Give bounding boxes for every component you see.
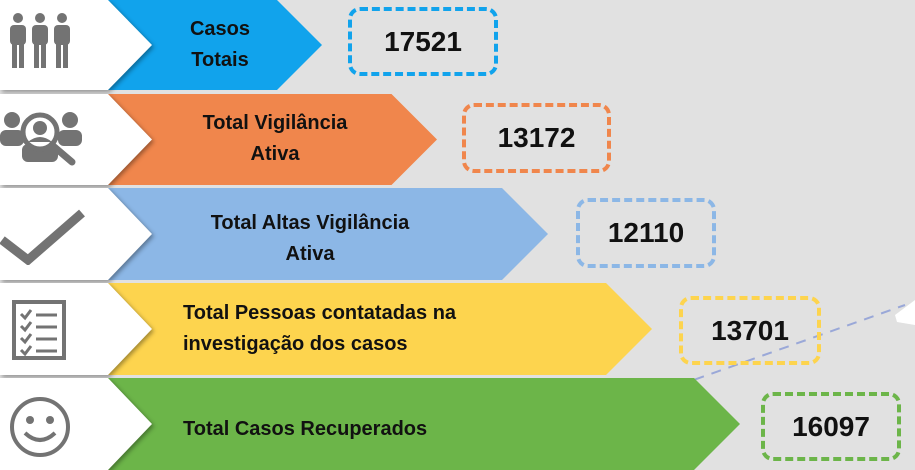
value-pessoas-contatadas: 13701 <box>679 296 821 365</box>
arrow-casos-recuperados <box>105 378 740 470</box>
arrow-casos-totais <box>105 0 322 90</box>
arrow-vigilancia-ativa <box>105 94 437 185</box>
arrow-pessoas-contatadas <box>105 283 652 375</box>
checklist-icon <box>12 300 66 360</box>
arrow-altas-vigilancia <box>105 188 548 280</box>
value-altas-vigilancia: 12110 <box>576 198 716 268</box>
value-casos-recuperados: 16097 <box>761 392 901 461</box>
value-vigilancia-ativa: 13172 <box>462 103 611 173</box>
checkmark-icon <box>0 209 85 265</box>
people-icon <box>10 13 70 68</box>
value-casos-totais: 17521 <box>348 7 498 76</box>
map-fragment <box>895 300 915 325</box>
label-casos-recuperados: Total Casos Recuperados <box>183 418 428 440</box>
search-people-icon <box>0 112 82 166</box>
smiley-icon <box>10 397 70 457</box>
